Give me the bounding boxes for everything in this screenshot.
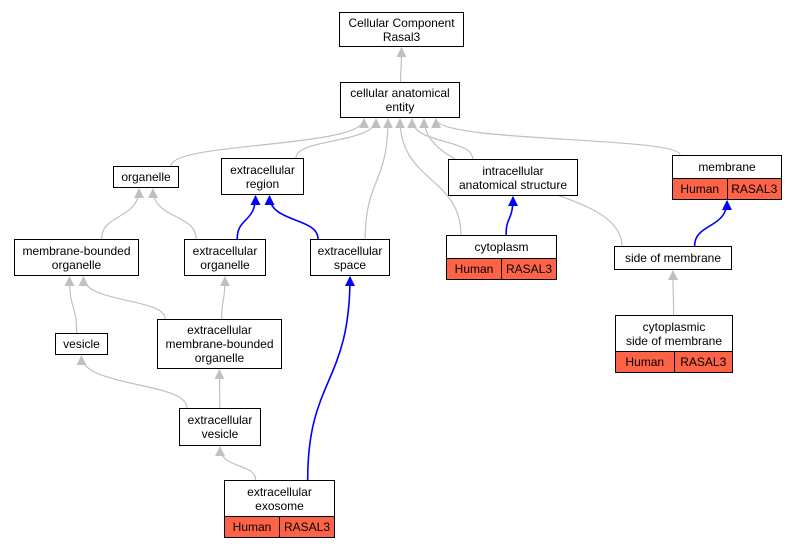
node-label: cytoplasm	[474, 240, 529, 254]
edge-extracellular-organelle-to-organelle	[148, 188, 197, 240]
node-label: vesicle	[63, 337, 100, 351]
annotation-row: Human RASAL3	[673, 178, 781, 199]
node-label: extracellular exosome	[247, 484, 312, 513]
edge-extracellular-membrane-bounded-organelle-to-membrane-bounded-organelle	[78, 276, 166, 320]
node-membrane-bounded-organelle[interactable]: membrane-bounded organelle	[14, 239, 139, 276]
node-extracellular-membrane-bounded-organelle[interactable]: extracellular membrane-bounded organelle	[157, 319, 282, 369]
node-vesicle[interactable]: vesicle	[55, 333, 108, 355]
node-cellular-component-rasal3[interactable]: Cellular Component Rasal3	[339, 12, 464, 47]
annotation-species: Human	[673, 179, 727, 199]
annotation-row: Human RASAL3	[225, 516, 334, 537]
annotation-gene: RASAL3	[279, 517, 334, 537]
node-label: extracellular space	[317, 243, 383, 272]
node-extracellular-space[interactable]: extracellular space	[310, 239, 390, 276]
node-label: organelle	[121, 170, 171, 184]
edge-vesicle-to-membrane-bounded-organelle	[64, 276, 78, 334]
edge-extracellular-space-to-extracellular-region	[264, 195, 319, 240]
node-label: extracellular region	[230, 162, 295, 191]
edge-intracellular-anatomical-structure-to-cellular-anatomical-entity	[407, 118, 474, 160]
node-extracellular-organelle[interactable]: extracellular organelle	[184, 239, 266, 276]
node-cellular-anatomical-entity[interactable]: cellular anatomical entity	[340, 82, 460, 118]
node-cytoplasm[interactable]: cytoplasm Human RASAL3	[446, 235, 557, 280]
edge-organelle-to-cellular-anatomical-entity	[170, 118, 369, 167]
node-extracellular-region[interactable]: extracellular region	[221, 158, 304, 195]
node-label: intracellular anatomical structure	[458, 163, 568, 192]
node-organelle[interactable]: organelle	[113, 166, 179, 188]
node-membrane[interactable]: membrane Human RASAL3	[672, 155, 782, 200]
node-label: membrane-bounded organelle	[22, 243, 131, 272]
node-label: extracellular membrane-bounded organelle	[165, 323, 274, 365]
edge-cytoplasm-to-intracellular-anatomical-structure	[505, 196, 518, 236]
edge-cytoplasm-to-cellular-anatomical-entity	[395, 118, 462, 236]
edge-extracellular-organelle-to-extracellular-region	[236, 195, 261, 240]
node-label: cellular anatomical entity	[350, 86, 450, 114]
annotation-gene: RASAL3	[726, 179, 781, 199]
edge-extracellular-exosome-to-extracellular-space	[306, 276, 355, 481]
annotation-gene: RASAL3	[673, 352, 732, 372]
edge-membrane-to-cellular-anatomical-entity	[431, 118, 681, 156]
annotation-row: Human RASAL3	[447, 258, 556, 279]
edge-extracellular-vesicle-to-vesicle	[76, 355, 188, 409]
edge-cytoplasmic-side-of-membrane-to-side-of-membrane	[668, 270, 679, 316]
node-label: extracellular organelle	[192, 243, 258, 272]
node-label: Cellular Component Rasal3	[348, 15, 455, 44]
edge-cellular-anatomical-entity-to-root	[396, 47, 407, 83]
node-side-of-membrane[interactable]: side of membrane	[614, 246, 732, 270]
node-intracellular-anatomical-structure[interactable]: intracellular anatomical structure	[448, 159, 578, 196]
node-extracellular-exosome[interactable]: extracellular exosome Human RASAL3	[224, 480, 335, 538]
annotation-species: Human	[447, 259, 501, 279]
edge-extracellular-region-to-cellular-anatomical-entity	[295, 118, 381, 159]
node-label: side of membrane	[624, 251, 722, 265]
edge-membrane-bounded-organelle-to-organelle	[100, 188, 144, 240]
node-label: membrane	[698, 160, 756, 174]
edge-extracellular-membrane-bounded-organelle-to-extracellular-organelle	[219, 276, 230, 320]
annotation-species: Human	[616, 352, 674, 372]
annotation-row: Human RASAL3	[616, 351, 732, 372]
node-label: cytoplasmic side of membrane	[625, 319, 723, 348]
node-cytoplasmic-side-of-membrane[interactable]: cytoplasmic side of membrane Human RASAL…	[615, 315, 733, 373]
node-label: extracellular vesicle	[187, 413, 253, 441]
edge-side-of-membrane-to-membrane	[693, 200, 732, 247]
edge-extracellular-exosome-to-extracellular-vesicle	[215, 446, 257, 481]
annotation-species: Human	[225, 517, 279, 537]
annotation-gene: RASAL3	[501, 259, 556, 279]
node-extracellular-vesicle[interactable]: extracellular vesicle	[179, 408, 261, 446]
edge-extracellular-space-to-cellular-anatomical-entity	[364, 118, 393, 240]
